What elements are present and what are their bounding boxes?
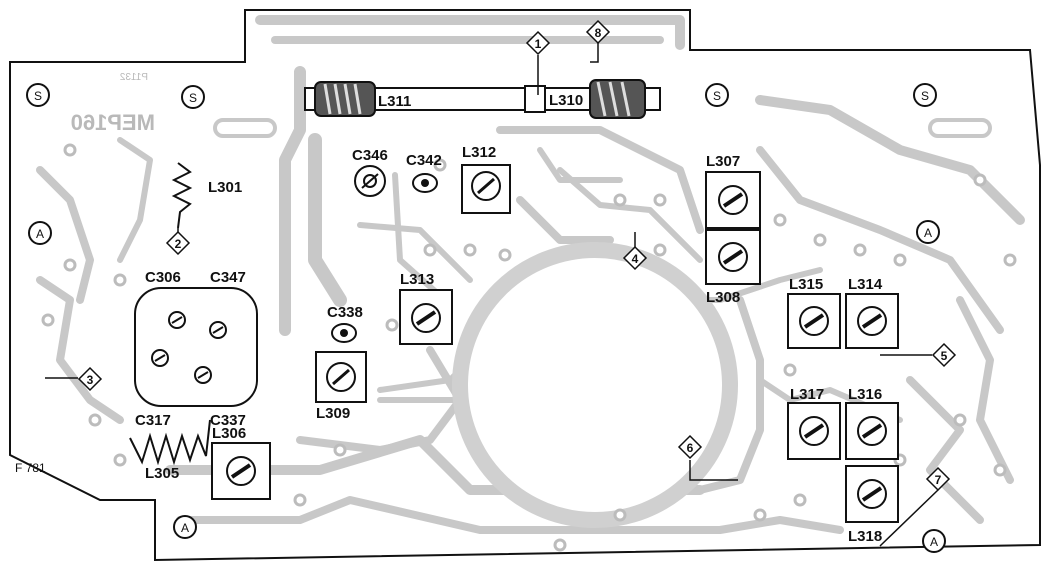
- label-l311: L311: [378, 93, 411, 110]
- test-point-6: 6: [687, 441, 694, 455]
- label-l312: L312: [462, 144, 496, 161]
- svg-text:S: S: [34, 89, 42, 103]
- label-c342: C342: [406, 152, 442, 169]
- label-l301: L301: [208, 179, 242, 196]
- label-l314: L314: [848, 276, 883, 293]
- label-l315: L315: [789, 276, 823, 293]
- svg-text:S: S: [713, 89, 721, 103]
- ferrite-rod: [304, 79, 661, 119]
- test-point-5: 5: [941, 349, 948, 363]
- l305-coil-symbol: [129, 419, 211, 466]
- label-l316: L316: [848, 386, 882, 403]
- label-c338: C338: [327, 304, 363, 321]
- label-c347: C347: [210, 269, 246, 286]
- label-l305: L305: [145, 465, 179, 482]
- label-l310: L310: [549, 92, 583, 109]
- label-c346: C346: [352, 147, 388, 164]
- label-l306: L306: [212, 425, 246, 442]
- label-l307: L307: [706, 153, 740, 170]
- a-markers: A A A A: [28, 220, 946, 553]
- solder-pads: [41, 143, 1017, 552]
- c306-c347-block: [134, 287, 258, 407]
- label-l309: L309: [316, 405, 350, 422]
- label-l318: L318: [848, 528, 882, 545]
- test-points: 1 8 2 3 4 5 6 7: [45, 19, 957, 547]
- svg-text:A: A: [36, 227, 44, 241]
- test-point-7: 7: [935, 473, 942, 487]
- label-l308: L308: [706, 289, 740, 306]
- mirror-code: MEP160: [71, 110, 155, 135]
- s-markers: S S S S: [26, 83, 937, 109]
- label-l313: L313: [400, 271, 434, 288]
- l308-coil: [705, 229, 761, 285]
- svg-text:A: A: [930, 535, 938, 549]
- svg-text:S: S: [189, 91, 197, 105]
- test-point-8: 8: [595, 26, 602, 40]
- test-point-4: 4: [632, 252, 639, 266]
- label-c337: C337: [210, 412, 246, 429]
- svg-text:S: S: [921, 89, 929, 103]
- label-l317: L317: [790, 386, 824, 403]
- test-point-2: 2: [175, 237, 182, 251]
- label-c317: C317: [135, 412, 171, 429]
- figure-code: F 781: [15, 461, 46, 475]
- test-point-1: 1: [535, 37, 542, 51]
- l301-coil-symbol: [171, 162, 193, 229]
- svg-text:A: A: [924, 226, 932, 240]
- l314-coil: [845, 293, 899, 349]
- svg-text:A: A: [181, 521, 189, 535]
- label-c306: C306: [145, 269, 181, 286]
- test-point-3: 3: [87, 373, 94, 387]
- mirror-small-code: P1132: [119, 72, 148, 83]
